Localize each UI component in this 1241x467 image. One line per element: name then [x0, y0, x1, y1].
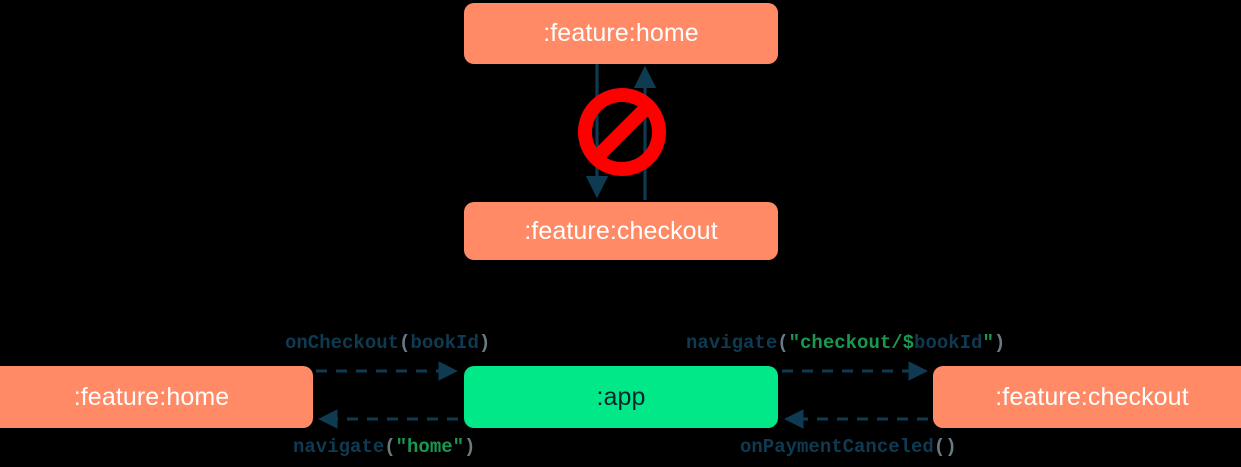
edge-label-navigate-checkout: navigate("checkout/$bookId") [686, 332, 1005, 354]
token-paren-open: ( [384, 436, 396, 458]
token-paren-close: ) [478, 332, 491, 354]
token-string-start: "checkout/$ [788, 332, 915, 354]
node-feature-home-top[interactable]: :feature:home [464, 3, 778, 64]
node-label: :feature:home [543, 19, 699, 47]
node-label: :feature:checkout [995, 382, 1189, 411]
edge-label-navigate-home: navigate("home") [293, 436, 475, 458]
token-variable: bookId [410, 332, 479, 354]
node-label: :app [596, 382, 646, 411]
token-function: navigate [293, 436, 385, 458]
token-paren-close: ) [993, 332, 1006, 354]
token-function: onCheckout [285, 332, 400, 354]
node-label: :feature:checkout [524, 216, 718, 245]
token-paren-open: ( [399, 332, 411, 354]
token-string-end: " [982, 332, 994, 354]
token-string: "home" [395, 436, 465, 458]
token-paren-close: ) [464, 436, 476, 458]
token-variable: bookId [914, 332, 983, 354]
token-paren-open: ( [933, 436, 946, 458]
token-paren-open: ( [777, 332, 789, 354]
node-feature-checkout-bottom[interactable]: :feature:checkout [933, 366, 1241, 428]
token-paren-close: ) [945, 436, 957, 458]
node-feature-checkout-top[interactable]: :feature:checkout [464, 202, 778, 260]
node-label: :feature:home [73, 382, 230, 411]
token-function: onPaymentCanceled [740, 436, 934, 458]
node-app-bottom[interactable]: :app [464, 366, 778, 428]
token-function: navigate [686, 332, 778, 354]
no-entry-icon [578, 88, 666, 176]
node-feature-home-bottom[interactable]: :feature:home [0, 366, 313, 428]
edge-label-on-payment-canceled: onPaymentCanceled() [740, 436, 957, 458]
edge-label-on-checkout: onCheckout(bookId) [285, 332, 490, 354]
